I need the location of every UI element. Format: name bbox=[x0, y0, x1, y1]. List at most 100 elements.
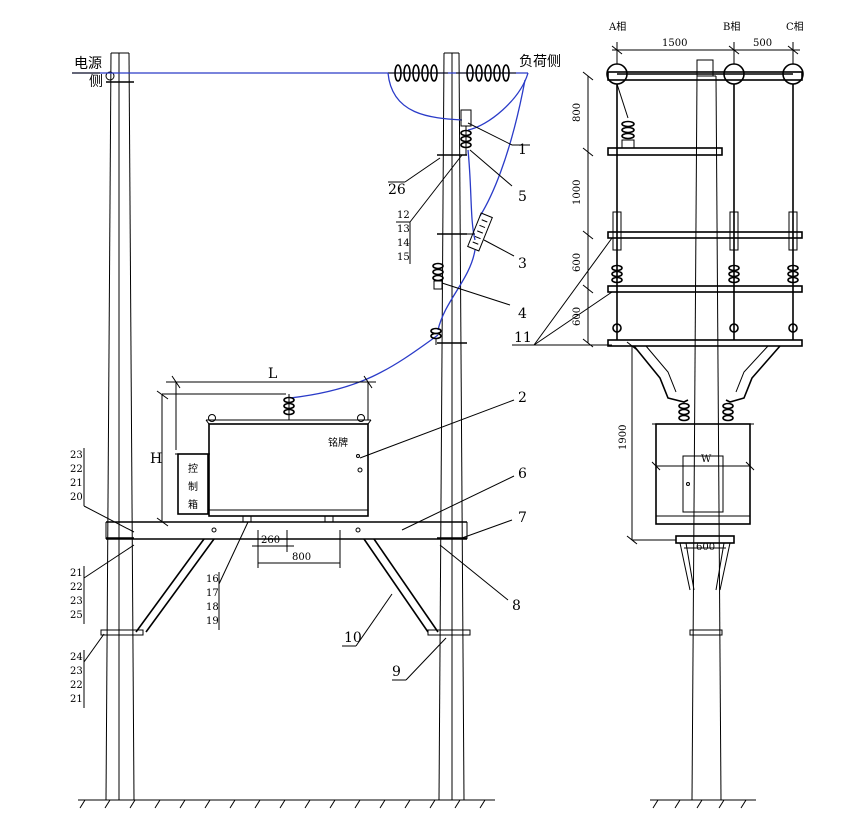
callout-9: 9 bbox=[392, 664, 401, 680]
ground-right bbox=[650, 799, 756, 809]
pin-insulator-lower bbox=[430, 327, 442, 345]
side-platform bbox=[675, 535, 735, 636]
callout-16: 16 bbox=[206, 574, 219, 585]
callout-8: 8 bbox=[512, 598, 521, 614]
load-side-label: 负荷侧 bbox=[519, 54, 561, 70]
callout-10: 10 bbox=[344, 630, 362, 646]
callout-22-a: 22 bbox=[70, 464, 83, 475]
dropout-fuses bbox=[612, 211, 798, 251]
hv-bushing bbox=[283, 394, 295, 420]
control-box-char-1: 控 bbox=[188, 462, 198, 475]
dim-w-label: W bbox=[701, 454, 712, 465]
callout-13: 13 bbox=[397, 224, 410, 235]
callout-2: 2 bbox=[518, 390, 527, 406]
callouts-left-view: 1 5 3 4 26 12 13 14 15 2 6 7 8 bbox=[70, 122, 530, 708]
callout-7: 7 bbox=[518, 510, 527, 526]
dropout-fuse-3 bbox=[467, 212, 493, 252]
dim-1000-label: 1000 bbox=[572, 180, 583, 205]
callout-12: 12 bbox=[397, 210, 410, 221]
callout-23-c: 23 bbox=[70, 666, 83, 677]
dim-800-label: 800 bbox=[292, 552, 311, 563]
lead-to-transformer bbox=[289, 334, 439, 399]
left-view: 铭牌 控 制 箱 bbox=[70, 52, 561, 809]
callout-21-b: 21 bbox=[70, 568, 83, 579]
crossarms bbox=[607, 71, 803, 347]
control-box-char-3: 箱 bbox=[188, 498, 198, 511]
dimension-600-base: 600 bbox=[684, 542, 726, 553]
hoop-right bbox=[427, 629, 471, 636]
dim-500-label: 500 bbox=[753, 38, 772, 49]
callout-18: 18 bbox=[206, 602, 219, 613]
callout-20: 20 bbox=[70, 492, 83, 503]
source-side-label-2: 侧 bbox=[89, 74, 103, 90]
callout-11-group: 11 bbox=[512, 237, 613, 346]
callout-1: 1 bbox=[518, 142, 527, 158]
callout-6: 6 bbox=[518, 466, 527, 482]
callout-26: 26 bbox=[388, 182, 406, 198]
left-pole bbox=[105, 52, 135, 801]
phase-b-label: B相 bbox=[723, 20, 740, 33]
side-transformer bbox=[652, 402, 754, 525]
dimension-height: H bbox=[150, 390, 286, 527]
callout-21-c: 21 bbox=[70, 694, 83, 705]
dim-1900-label: 1900 bbox=[618, 425, 629, 450]
dimension-base: 260 800 bbox=[252, 530, 341, 568]
brace-left bbox=[135, 538, 215, 633]
dim-h-label: H bbox=[150, 451, 162, 467]
right-view: 1500 500 A相 B相 C相 800 1000 600 600 1900 bbox=[512, 20, 804, 809]
callout-23-b: 23 bbox=[70, 596, 83, 607]
phase-a-arrester bbox=[616, 83, 635, 149]
transformer-tank bbox=[205, 414, 372, 517]
dim-600-base-label: 600 bbox=[696, 542, 715, 553]
drop-conductors bbox=[616, 84, 794, 340]
phase-c-label: C相 bbox=[786, 20, 804, 33]
source-side-label-1: 电源 bbox=[74, 56, 102, 72]
brace-right bbox=[363, 538, 439, 633]
strain-insulator-right bbox=[456, 64, 516, 82]
dimension-length: L bbox=[166, 366, 376, 450]
callout-3: 3 bbox=[518, 256, 527, 272]
callout-5: 5 bbox=[518, 189, 527, 205]
transformer-leads bbox=[633, 345, 781, 403]
callout-14: 14 bbox=[397, 238, 410, 249]
right-pole bbox=[437, 52, 467, 801]
jumper-wire-d bbox=[467, 149, 476, 241]
dim-600a-label: 600 bbox=[572, 253, 583, 272]
arresters-lower bbox=[611, 264, 799, 333]
callout-4: 4 bbox=[518, 306, 527, 322]
dimension-1900: 1900 bbox=[618, 341, 676, 545]
dim-1500-label: 1500 bbox=[662, 38, 687, 49]
callout-22-b: 22 bbox=[70, 582, 83, 593]
side-pole bbox=[691, 59, 722, 801]
dimension-vertical: 800 1000 600 600 bbox=[572, 71, 594, 348]
jumper-wire-a bbox=[387, 72, 463, 121]
jumper-wire-c bbox=[479, 79, 526, 217]
jumper-wire-e bbox=[437, 249, 476, 331]
callout-21-a: 21 bbox=[70, 478, 83, 489]
pin-insulator-5 bbox=[460, 126, 472, 155]
dim-260-label: 260 bbox=[261, 535, 280, 546]
dim-600b-label: 600 bbox=[572, 307, 583, 326]
nameplate-label: 铭牌 bbox=[328, 436, 348, 449]
callout-25: 25 bbox=[70, 610, 83, 621]
ground-left bbox=[78, 799, 495, 809]
dimension-top: 1500 500 A相 B相 C相 bbox=[608, 20, 804, 64]
callout-22-c: 22 bbox=[70, 680, 83, 691]
callout-24: 24 bbox=[70, 652, 83, 663]
callout-11: 11 bbox=[514, 330, 532, 346]
callout-15: 15 bbox=[397, 252, 410, 263]
callout-23-a: 23 bbox=[70, 450, 83, 461]
phase-conductors bbox=[606, 63, 804, 85]
dim-800-right-label: 800 bbox=[572, 103, 583, 122]
callout-17: 17 bbox=[206, 588, 219, 599]
dimension-w: W bbox=[651, 454, 755, 471]
strain-insulator-left bbox=[388, 64, 448, 82]
hoop-left bbox=[100, 629, 144, 636]
phase-a-label: A相 bbox=[608, 20, 626, 33]
arrester-4 bbox=[432, 262, 444, 290]
control-box-char-2: 制 bbox=[188, 480, 198, 493]
callout-19: 19 bbox=[206, 616, 219, 627]
dim-l-label: L bbox=[268, 366, 277, 382]
